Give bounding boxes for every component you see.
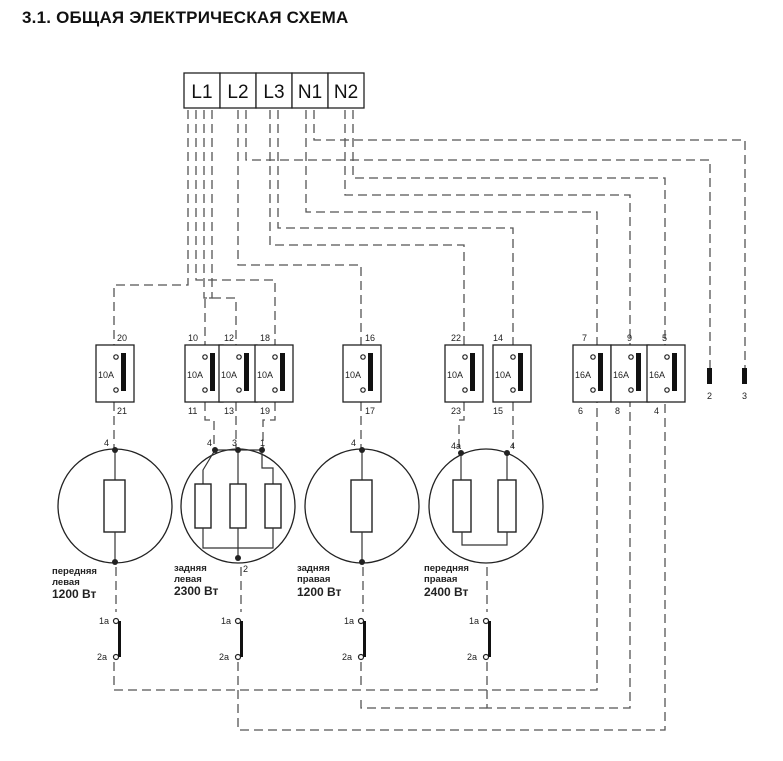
- plate-terminal: 4: [351, 438, 356, 448]
- plate-terminal: 4: [207, 438, 212, 448]
- switch-rating: 10A: [98, 370, 114, 380]
- switch-bottom-number: 4: [654, 406, 659, 416]
- terminal-label: L1: [191, 82, 212, 103]
- thermostat-rear-right: 1a 2a: [342, 616, 366, 662]
- thermostat-front-right: 1a 2a: [467, 616, 491, 662]
- hotplate-rear-left: 4 3 1 2 задняя левая 2300 Вт: [174, 438, 296, 598]
- switch-rating: 10A: [257, 370, 273, 380]
- contact-number: 3: [742, 391, 747, 401]
- thermo-label: 1a: [344, 616, 354, 626]
- plate-name: левая: [174, 574, 202, 585]
- plate-terminal: 3: [232, 438, 237, 448]
- switch-top-number: 9: [627, 333, 632, 343]
- terminal-label: N2: [334, 82, 358, 103]
- terminal-label: L3: [263, 82, 284, 103]
- plate-name: правая: [424, 574, 457, 585]
- thermo-label: 2a: [97, 652, 107, 662]
- switch-bottom-number: 13: [224, 406, 234, 416]
- switch-rating: 10A: [345, 370, 361, 380]
- contact-number: 2: [707, 391, 712, 401]
- plate-terminal: 4a: [451, 441, 461, 451]
- thermostat-front-left: 1a 2a: [97, 616, 121, 662]
- plate-power: 1200 Вт: [297, 585, 342, 599]
- switch-bottom-number: 17: [365, 406, 375, 416]
- plate-name: передняя: [52, 566, 97, 577]
- thermo-label: 1a: [99, 616, 109, 626]
- switch-bottom-number: 8: [615, 406, 620, 416]
- thermo-label: 1a: [469, 616, 479, 626]
- hotplate-rear-right: 4 задняя правая 1200 Вт: [297, 438, 420, 599]
- plate-terminal: 4: [510, 441, 515, 451]
- switch-bottom-number: 23: [451, 406, 461, 416]
- switch-top-number: 20: [117, 333, 127, 343]
- thermo-label: 2a: [342, 652, 352, 662]
- plate-name: передняя: [424, 563, 469, 574]
- hotplate-front-left: 4 передняя левая 1200 Вт: [52, 438, 173, 601]
- switch-bottom-number: 15: [493, 406, 503, 416]
- switch-boxes: [95, 344, 747, 403]
- switch-bottom-number: 11: [188, 406, 197, 416]
- switch-bottom-number: 6: [578, 406, 583, 416]
- plate-name: задняя: [174, 563, 207, 574]
- switch-top-number: 5: [662, 333, 667, 343]
- page-title: 3.1. ОБЩАЯ ЭЛЕКТРИЧЕСКАЯ СХЕМА: [22, 8, 349, 27]
- thermostat-rear-left: 1a 2a: [219, 616, 243, 662]
- thermo-label: 2a: [219, 652, 229, 662]
- switch-rating: 10A: [447, 370, 463, 380]
- plate-power: 2300 Вт: [174, 584, 219, 598]
- switch-rating: 16A: [613, 370, 629, 380]
- switch-top-number: 16: [365, 333, 375, 343]
- switch-labels: 10A 10A 10A 10A 10A 10A 10A 16A 16A 16A …: [98, 333, 747, 416]
- plate-terminal: 4: [104, 438, 109, 448]
- terminal-label: N1: [298, 82, 322, 103]
- switch-rating: 10A: [495, 370, 511, 380]
- plate-power: 2400 Вт: [424, 585, 469, 599]
- switch-top-number: 14: [493, 333, 503, 343]
- switch-rating: 10A: [221, 370, 237, 380]
- plate-terminal: 1: [260, 438, 265, 448]
- hotplate-front-right: 4a 4 передняя правая 2400 Вт: [424, 441, 544, 599]
- switch-top-number: 18: [260, 333, 270, 343]
- switch-top-number: 22: [451, 333, 461, 343]
- switch-rating: 10A: [187, 370, 203, 380]
- plate-power: 1200 Вт: [52, 587, 97, 601]
- plate-name: задняя: [297, 563, 330, 574]
- plate-name: левая: [52, 577, 80, 588]
- terminal-label: L2: [227, 82, 248, 103]
- switch-top-number: 12: [224, 333, 234, 343]
- thermo-label: 1a: [221, 616, 231, 626]
- terminal-block: L1 L2 L3 N1 N2: [183, 72, 365, 109]
- plate-name: правая: [297, 574, 330, 585]
- switch-bottom-number: 21: [117, 406, 127, 416]
- thermo-label: 2a: [467, 652, 477, 662]
- switch-top-number: 10: [188, 333, 198, 343]
- switch-top-number: 7: [582, 333, 587, 343]
- switch-rating: 16A: [649, 370, 665, 380]
- plate-terminal: 2: [243, 564, 248, 574]
- switch-bottom-number: 19: [260, 406, 270, 416]
- switch-rating: 16A: [575, 370, 591, 380]
- wiring: [113, 110, 746, 731]
- thermostat-contacts: 1a 2a 1a 2a 1a 2a 1a 2a: [97, 616, 491, 662]
